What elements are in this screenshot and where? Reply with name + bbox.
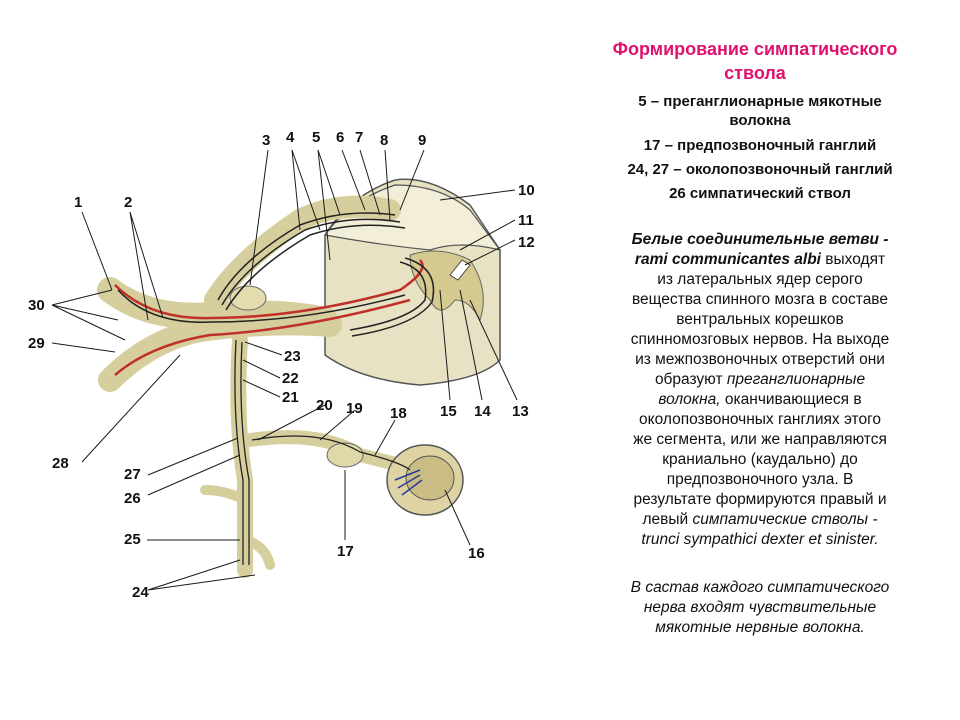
- para-term-latin: rami communicantes albi: [634, 251, 821, 268]
- label-27: 27: [124, 466, 141, 483]
- label-9: 9: [418, 132, 426, 149]
- legend-item-17: 17 – предпозвоночный ганглий: [643, 137, 877, 154]
- label-19: 19: [346, 400, 363, 417]
- para-text: образуют: [654, 371, 723, 388]
- para-text: предпозвоночного узла. В: [666, 471, 854, 488]
- nerve-trunks: [97, 195, 427, 578]
- para-text: же сегмента, или же направляются: [633, 431, 887, 448]
- label-14: 14: [474, 403, 491, 420]
- label-18: 18: [390, 405, 407, 422]
- label-5: 5: [312, 129, 320, 146]
- para-text: из межпозвоночных отверстий они: [635, 351, 885, 368]
- para-text: вентральных корешков: [676, 311, 844, 328]
- leader-lines: [51, 149, 518, 591]
- label-6: 6: [336, 129, 344, 146]
- note-text: нерва входят чувствительные: [643, 599, 877, 616]
- text-panel: Формирование симпатического ствола 5 – п…: [560, 38, 960, 678]
- label-21: 21: [282, 389, 299, 406]
- para-term-latin: trunci sympathici dexter et sinister.: [641, 531, 879, 548]
- label-8: 8: [380, 132, 388, 149]
- label-20: 20: [316, 397, 333, 414]
- legend-item-26: 26 симпатический ствол: [669, 185, 851, 202]
- label-30: 30: [28, 297, 45, 314]
- label-10: 10: [518, 182, 535, 199]
- para-text: оканчивающиеся в: [724, 391, 862, 408]
- ganglia: [229, 285, 464, 516]
- label-23: 23: [284, 348, 301, 365]
- label-25: 25: [124, 531, 141, 548]
- label-13: 13: [512, 403, 529, 420]
- title-line-1: Формирование симпатического: [612, 39, 898, 59]
- para-term-intro: Белые соединительные ветви -: [631, 231, 889, 248]
- legend-item-24-27: 24, 27 – околопозвоночный ганглий: [627, 161, 893, 178]
- label-29: 29: [28, 335, 45, 352]
- label-16: 16: [468, 545, 485, 562]
- label-2: 2: [124, 194, 132, 211]
- paragraph-note: В састав каждого симпатического нерва вх…: [580, 578, 940, 638]
- title-line-2: ствола: [724, 63, 786, 83]
- para-text: результате формируются правый и: [633, 491, 887, 508]
- para-term: волокна,: [658, 391, 721, 408]
- label-11: 11: [518, 212, 534, 229]
- para-term: симпатические стволы -: [692, 511, 878, 528]
- para-text: краниально (каудально) до: [662, 451, 858, 468]
- note-text: В састав каждого симпатического: [630, 579, 890, 596]
- para-text: из латеральных ядер серого: [657, 271, 863, 288]
- legend-item-5-cont: волокна: [729, 112, 791, 129]
- label-15: 15: [440, 403, 457, 420]
- para-text: левый: [642, 511, 689, 528]
- para-text: околопозвоночных ганглиях этого: [639, 411, 881, 428]
- para-text: выходят: [825, 251, 886, 268]
- figure-labels: 1 2 3 4 5 6 7 8 9 10 11 12 13 14 15 16 1…: [28, 129, 535, 601]
- label-17: 17: [337, 543, 354, 560]
- fiber-lines: [114, 212, 435, 565]
- para-text: спинномозговых нервов. На выходе: [630, 331, 890, 348]
- para-term: преганглионарные: [726, 371, 866, 388]
- label-4: 4: [286, 129, 295, 146]
- label-26: 26: [124, 490, 141, 507]
- label-12: 12: [518, 234, 535, 251]
- label-3: 3: [262, 132, 270, 149]
- label-22: 22: [282, 370, 299, 387]
- paragraph-main: Белые соединительные ветви - rami commun…: [580, 230, 940, 550]
- legend-item-5: 5 – преганглионарные мякотные: [638, 93, 882, 110]
- label-28: 28: [52, 455, 69, 472]
- anatomy-figure: 1 2 3 4 5 6 7 8 9 10 11 12 13 14 15 16 1…: [28, 129, 535, 601]
- label-24: 24: [132, 584, 149, 601]
- para-text: вещества спинного мозга в составе: [631, 291, 888, 308]
- label-7: 7: [355, 129, 363, 146]
- label-1: 1: [74, 194, 82, 211]
- note-text: мякотные нервные волокна.: [655, 619, 865, 636]
